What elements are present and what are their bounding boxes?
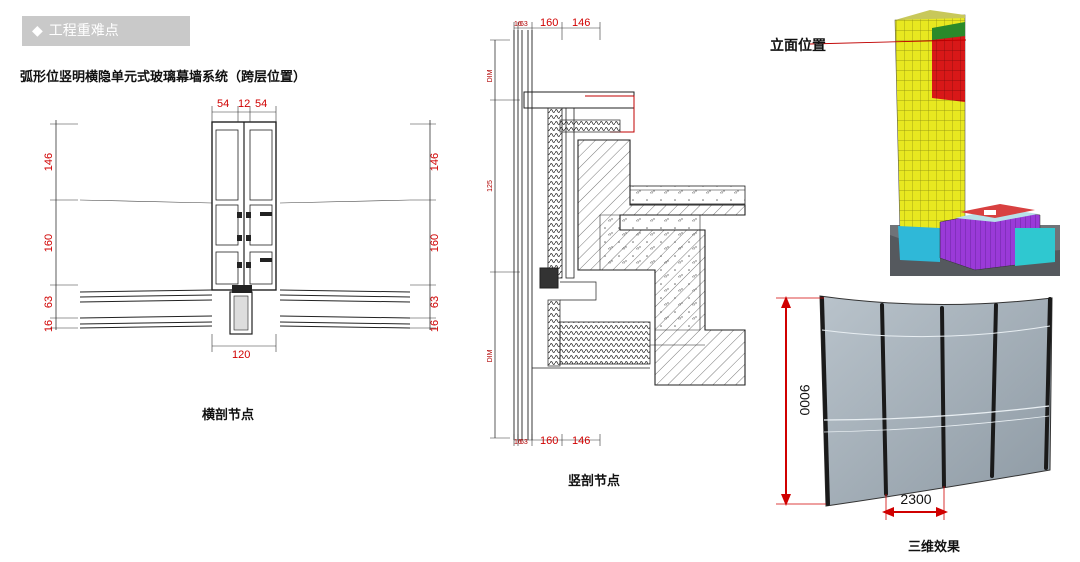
page-title: 弧形位竖明横隐单元式玻璃幕墙系统（跨层位置） <box>20 70 307 85</box>
v-top-dim-2: 63 <box>520 21 528 28</box>
v-bottom-dim-2: 63 <box>520 439 528 446</box>
curtain-wall-3d-render <box>776 295 1053 520</box>
elevation-label: 立面位置 <box>770 37 826 53</box>
render-height-dim: 9000 <box>797 384 813 415</box>
h-left-dim-4: 16 <box>43 320 55 332</box>
vertical-node-caption: 竖剖节点 <box>568 474 621 489</box>
v-side-label-3: DIM <box>487 349 494 362</box>
v-top-dim-1: 16 <box>514 21 522 28</box>
vertical-section-drawing <box>490 22 746 446</box>
v-bottom-dim-3: 160 <box>540 435 558 447</box>
v-top-dim-4: 146 <box>572 17 590 29</box>
h-right-dim-4: 16 <box>429 320 441 332</box>
section-tag: ◆ 工程重难点 <box>22 16 190 46</box>
horizontal-section-drawing <box>50 106 436 352</box>
diamond-bullet-icon: ◆ <box>32 23 43 39</box>
horizontal-node-caption: 横剖节点 <box>202 408 255 423</box>
h-top-dim-1: 54 <box>217 98 229 110</box>
h-left-dim-2: 160 <box>43 234 55 252</box>
v-side-label-1: DIM <box>487 69 494 82</box>
h-left-dim-3: 63 <box>43 296 55 308</box>
h-right-dim-2: 160 <box>429 234 441 252</box>
v-side-label-2: 125 <box>487 180 494 192</box>
v-bottom-dim-1: 16 <box>514 439 522 446</box>
h-bottom-dim: 120 <box>232 349 250 361</box>
horizontal-node-dimensions: 54 12 54 146 160 63 16 146 160 63 16 120 <box>43 98 441 361</box>
h-top-dim-2: 12 <box>238 98 250 110</box>
v-bottom-dim-4: 146 <box>572 435 590 447</box>
h-right-dim-3: 63 <box>429 296 441 308</box>
h-left-dim-1: 146 <box>43 153 55 171</box>
section-tag-label: 工程重难点 <box>48 23 119 39</box>
elevation-model-image <box>809 8 1060 276</box>
render-width-dim: 2300 <box>900 491 931 507</box>
vertical-node-dimensions: 16 63 160 146 16 63 160 146 DIM 125 DIM <box>487 17 590 447</box>
render-3d-caption: 三维效果 <box>908 540 961 555</box>
h-top-dim-3: 54 <box>255 98 267 110</box>
v-top-dim-3: 160 <box>540 17 558 29</box>
h-right-dim-1: 146 <box>429 153 441 171</box>
